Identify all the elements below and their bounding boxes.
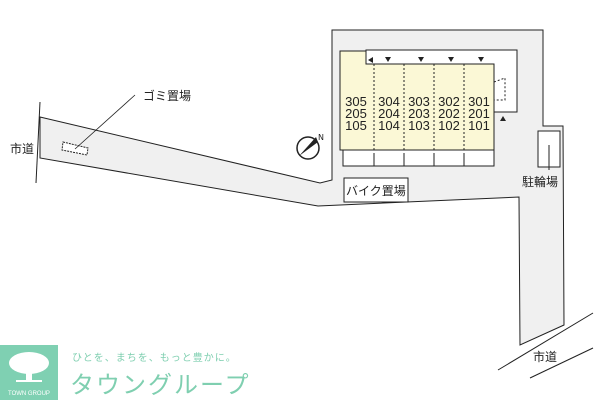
city-road-label-right: 市道 [533, 350, 558, 364]
right-road-edge-1 [497, 312, 594, 371]
bike-parking-label: バイク置場 [346, 184, 406, 198]
svg-text:N: N [318, 133, 324, 142]
town-group-logo: TOWN GROUP [0, 345, 58, 400]
balcony-strip [342, 149, 495, 167]
garbage-label: ゴミ置場 [143, 89, 192, 103]
brand-name: タウングループ [70, 371, 251, 399]
tree-icon [9, 352, 49, 382]
entrance-markers [368, 57, 506, 121]
north-arrow-icon: N [296, 133, 324, 160]
bicycle-parking-label: 駐輪場 [522, 175, 559, 189]
garbage-leader [74, 94, 136, 150]
logo-emblem-text: TOWN GROUP [8, 391, 50, 397]
bike-parking-box [343, 177, 409, 203]
building [339, 50, 495, 151]
left-road-edge [35, 101, 41, 184]
city-road-label-left: 市道 [10, 142, 35, 156]
right-road-edge-2 [529, 347, 594, 379]
slogan: ひとを、まちを、もっと豊かに。 [72, 353, 237, 364]
